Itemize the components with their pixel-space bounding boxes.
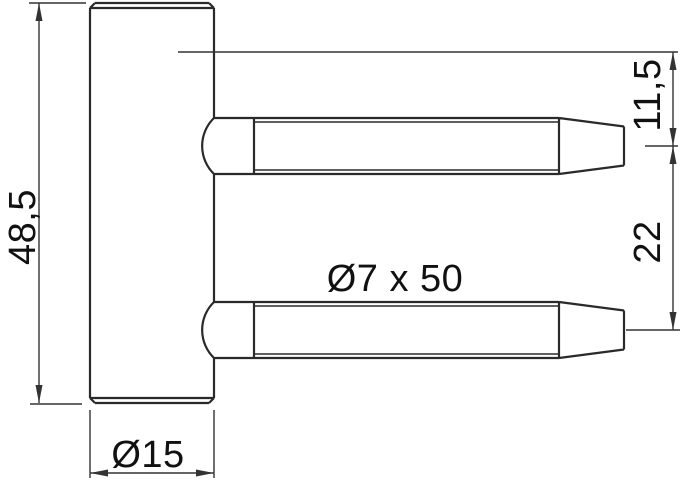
arrow-height-top xyxy=(35,3,43,21)
dimension-lines xyxy=(29,2,680,478)
arrow-diameter-right xyxy=(196,469,214,477)
body-outline xyxy=(88,1,216,405)
arrow-offset-top xyxy=(669,52,677,70)
arrow-height-bottom xyxy=(35,385,43,403)
label-pin-top-offset: 11,5 xyxy=(627,58,669,131)
part-edge-lines xyxy=(254,121,559,355)
dimension-arrowheads xyxy=(35,3,677,477)
dimension-labels: 48,5 11,5 22 Ø7 x 50 Ø15 xyxy=(2,58,669,476)
label-body-diameter: Ø15 xyxy=(111,434,184,476)
pin-lower-outline xyxy=(201,300,626,360)
pin-upper-edge-lines xyxy=(254,121,559,171)
label-overall-height: 48,5 xyxy=(2,189,44,265)
label-pin-spacing: 22 xyxy=(627,220,669,263)
pin-upper-outline xyxy=(201,116,626,176)
diameter-dim-extension-lines xyxy=(89,410,215,478)
pin-lower-edge-lines xyxy=(254,305,559,355)
arrow-offset-bottom xyxy=(669,128,677,146)
arrow-spacing-top xyxy=(669,146,677,164)
arrow-spacing-bottom xyxy=(669,312,677,330)
part-outlines xyxy=(88,1,626,405)
label-pin-size: Ø7 x 50 xyxy=(327,258,464,300)
arrow-diameter-left xyxy=(90,469,108,477)
